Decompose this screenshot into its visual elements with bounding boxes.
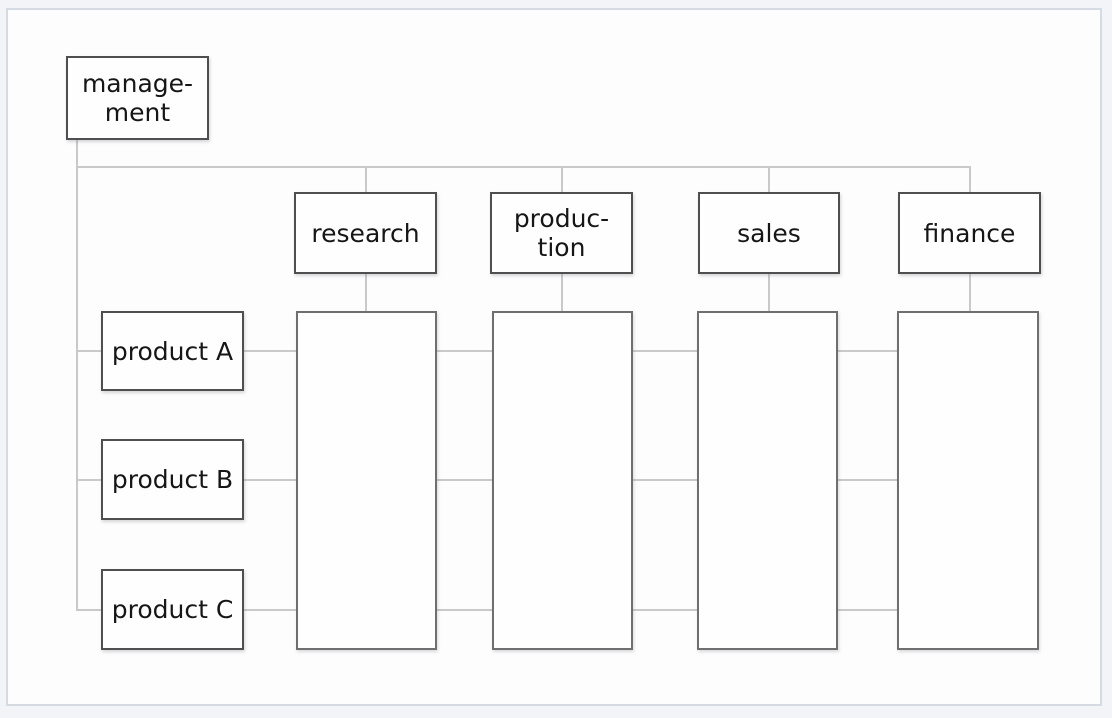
node-management: manage- ment — [66, 56, 209, 140]
connector-finance-column-stub — [969, 274, 971, 312]
column-production — [492, 311, 633, 650]
connector-sales-column-stub — [768, 274, 770, 312]
column-finance — [897, 311, 1039, 650]
node-research: research — [294, 192, 437, 274]
connector-research-column-stub — [365, 274, 367, 312]
connector-product-a-row — [76, 350, 898, 352]
node-sales: sales — [698, 192, 840, 274]
connector-production-top-stub — [561, 167, 563, 193]
node-finance: finance — [898, 192, 1041, 274]
connector-research-top-stub — [365, 167, 367, 193]
node-product-b: product B — [101, 439, 244, 520]
connector-management-trunk — [76, 140, 78, 611]
connector-product-c-row — [76, 609, 898, 611]
connector-finance-top-stub — [969, 167, 971, 193]
column-research — [296, 311, 437, 650]
connector-product-b-row — [76, 479, 898, 481]
connector-sales-top-stub — [768, 167, 770, 193]
node-production: produc- tion — [490, 192, 633, 274]
node-product-a: product A — [101, 311, 244, 391]
connector-departments-horizontal — [76, 166, 971, 168]
connector-production-column-stub — [561, 274, 563, 312]
column-sales — [697, 311, 838, 650]
node-product-c: product C — [101, 569, 244, 650]
